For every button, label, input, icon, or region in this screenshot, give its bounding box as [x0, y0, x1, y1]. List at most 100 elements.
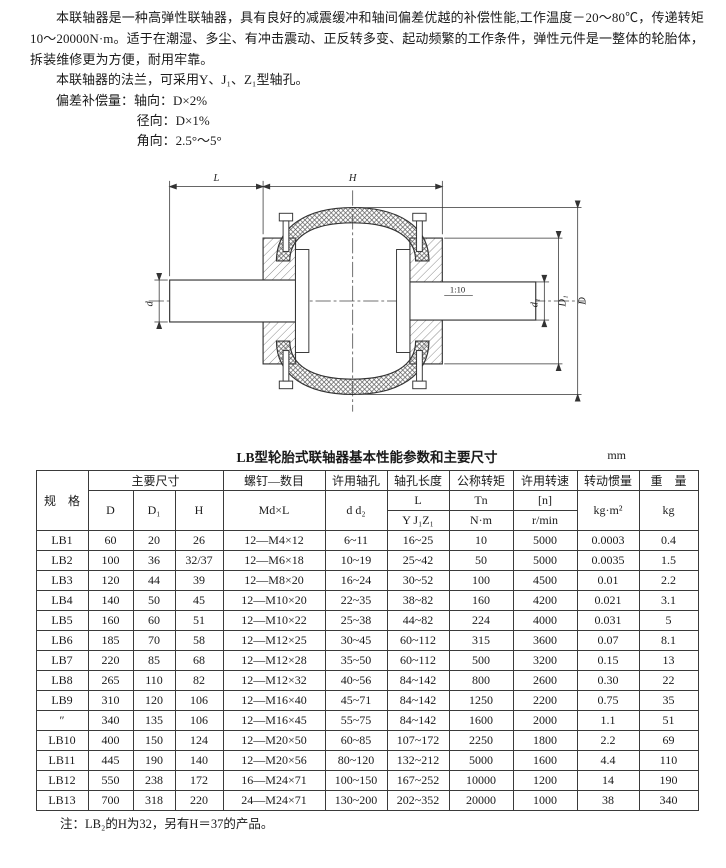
table-cell: 60	[87, 529, 134, 551]
table-cell: 40~56	[324, 669, 388, 691]
table-cell: 0.0035	[576, 549, 640, 571]
table-cell: 12—M10×20	[222, 589, 326, 611]
table-cell: 0.031	[576, 609, 640, 631]
table-cell: 0.021	[576, 589, 640, 611]
table-title: LB型轮胎式联轴器基本性能参数和主要尺寸	[236, 449, 498, 465]
table-cell: 36	[132, 549, 176, 571]
table-cell: LB2	[35, 549, 89, 571]
table-cell: 85	[132, 649, 176, 671]
table-cell: 12—M16×45	[222, 709, 326, 731]
table-cell: 550	[87, 769, 134, 791]
table-cell: 60~112	[386, 629, 450, 651]
dim-L-label: L	[212, 172, 219, 183]
table-cell: 22	[638, 669, 699, 691]
table-cell: 44~82	[386, 609, 450, 631]
table-cell: 13	[638, 649, 699, 671]
table-cell: 0.01	[576, 569, 640, 591]
col-header-speed-n: [n]	[512, 489, 578, 511]
table-cell: 16—M24×71	[222, 769, 326, 791]
table-cell: 318	[132, 789, 176, 811]
table-cell: 82	[174, 669, 224, 691]
table-cell: 238	[132, 769, 176, 791]
table-cell: 35	[638, 689, 699, 711]
table-cell: 150	[132, 729, 176, 751]
table-cell: 45~71	[324, 689, 388, 711]
dim-d1-label: d₁	[530, 298, 541, 307]
table-cell: 0.4	[638, 529, 699, 551]
table-cell: 38	[576, 789, 640, 811]
table-cell: 84~142	[386, 669, 450, 691]
col-header-len-L: L	[386, 489, 450, 511]
table-cell: 51	[638, 709, 699, 731]
bolt-bottom-right	[412, 349, 427, 389]
intro-paragraph: 本联轴器是一种高弹性联轴器，具有良好的减震缓冲和轴间偏差优越的补偿性能,工作温度…	[30, 10, 704, 67]
table-cell: 84~142	[386, 709, 450, 731]
table-cell: 0.07	[576, 629, 640, 651]
footnote: 注：LB₂的H为32，另有H＝37的产品。	[60, 816, 274, 831]
table-cell: 1000	[512, 789, 578, 811]
table-cell: 44	[132, 569, 176, 591]
table-cell: 4500	[512, 569, 578, 591]
tire-top-lobe	[275, 206, 430, 262]
left-pressure-plate	[295, 248, 310, 353]
table-cell: ″	[35, 709, 89, 731]
table-cell: 340	[87, 709, 134, 731]
table-cell: 60~85	[324, 729, 388, 751]
dimension-D1	[444, 230, 563, 371]
coupling-drawing-svg: L H d d₁	[145, 172, 588, 412]
dimension-D	[358, 200, 582, 402]
table-cell: 2250	[448, 729, 514, 751]
table-cell: 315	[448, 629, 514, 651]
tire-bottom-lobe	[275, 340, 430, 395]
coupling-section-drawing: L H d d₁	[132, 158, 602, 444]
table-cell: 8.1	[638, 629, 699, 651]
right-pressure-plate	[396, 248, 411, 353]
table-cell: 55~75	[324, 709, 388, 731]
table-cell: 39	[174, 569, 224, 591]
col-header-len-YJZ: Y J₁Z₁	[386, 509, 450, 531]
table-cell: 140	[174, 749, 224, 771]
compensation-radial: 径向：D×1%	[136, 113, 210, 129]
col-header-speed-unit: r/min	[512, 509, 578, 531]
table-cell: LB10	[35, 729, 89, 751]
taper-label: 1:10	[450, 284, 465, 294]
col-header-bore: 许用轴孔	[324, 469, 388, 491]
table-cell: 10~19	[324, 549, 388, 571]
dim-D1-label: D₁	[557, 295, 568, 307]
table-cell: 12—M10×22	[222, 609, 326, 631]
table-cell: 25~42	[386, 549, 450, 571]
bolt-top-left	[278, 212, 294, 252]
table-cell: LB6	[35, 629, 89, 651]
table-cell: LB5	[35, 609, 89, 631]
col-header-weight: 重 量	[638, 469, 699, 491]
table-cell: 4.4	[576, 749, 640, 771]
table-cell: 4200	[512, 589, 578, 611]
spec-table: 规 格 主要尺寸 螺钉—数目 许用轴孔 轴孔长度 公称转矩 许用转速 转动惯量 …	[35, 469, 699, 811]
table-cell: 110	[638, 749, 699, 771]
table-cell: 3.1	[638, 589, 699, 611]
table-cell: 140	[87, 589, 134, 611]
table-cell: 124	[174, 729, 224, 751]
dim-H-label: H	[348, 172, 358, 183]
table-cell: 100	[87, 549, 134, 571]
col-header-H: H	[174, 489, 224, 531]
table-cell: 1.1	[576, 709, 640, 731]
table-cell: 6~11	[324, 529, 388, 551]
table-cell: 800	[448, 669, 514, 691]
dimension-d1	[535, 274, 550, 327]
col-header-weight-unit: kg	[638, 489, 699, 531]
left-shaft	[169, 279, 297, 323]
table-cell: 5	[638, 609, 699, 631]
table-cell: 135	[132, 709, 176, 731]
table-cell: 84~142	[386, 689, 450, 711]
table-cell: 0.15	[576, 649, 640, 671]
table-cell: 45	[174, 589, 224, 611]
